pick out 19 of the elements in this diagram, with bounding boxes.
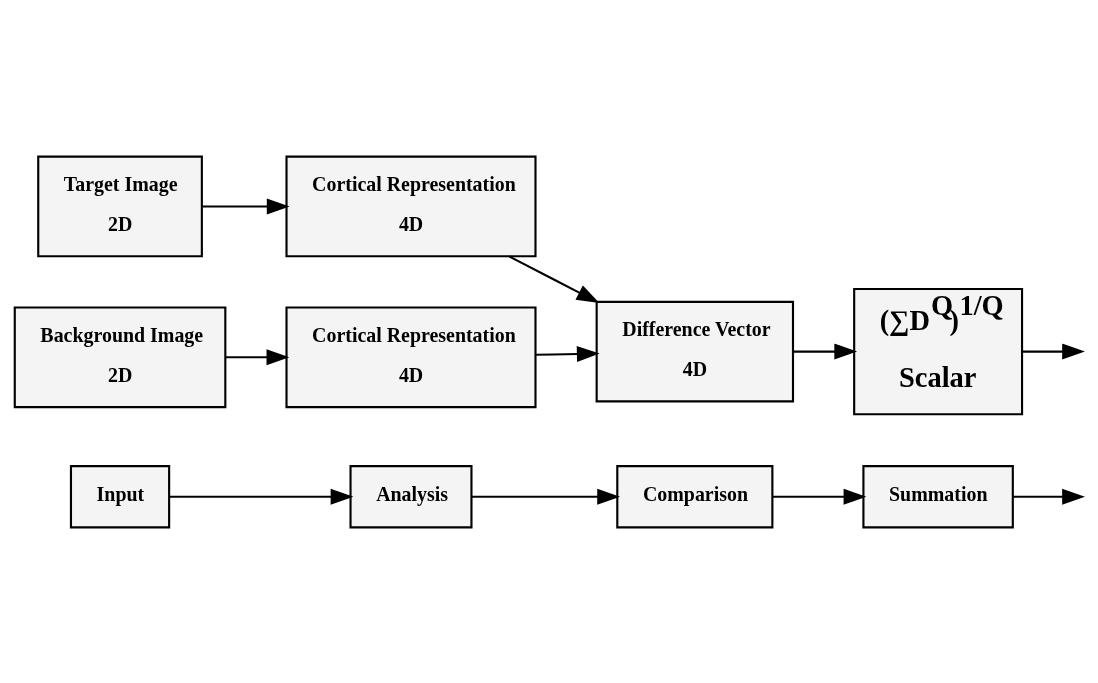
arrow [508, 254, 600, 303]
node-box: Background Image 2D [13, 305, 227, 408]
node-box: Input [69, 464, 171, 528]
node-box: Cortical Representation 4D [285, 155, 537, 257]
node-box: Difference Vector 4D [595, 300, 795, 402]
arrow [169, 488, 354, 505]
arrow [535, 345, 600, 362]
node-box: Cortical Representation 4D [285, 305, 537, 408]
arrow [1022, 343, 1085, 360]
arrow [472, 488, 620, 505]
node-box: Summation [862, 464, 1014, 528]
arrow [202, 198, 290, 214]
arrow [773, 488, 867, 505]
node-box: Analysis [349, 464, 473, 528]
node-box: Comparison [616, 464, 774, 528]
node-box: Target Image 2D [37, 155, 203, 257]
arrow [1013, 488, 1085, 505]
arrow [225, 348, 290, 365]
arrow [793, 343, 858, 360]
